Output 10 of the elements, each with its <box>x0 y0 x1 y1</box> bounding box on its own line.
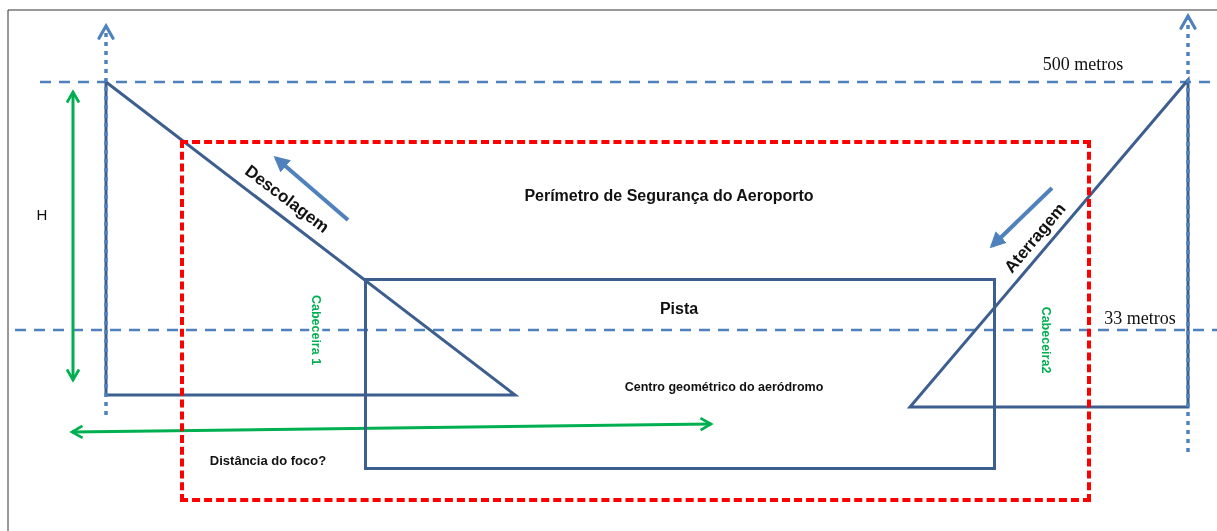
height-label: H <box>36 206 48 222</box>
center-label: Centro geométrico do aeródromo <box>624 380 824 394</box>
runway-box <box>364 278 996 470</box>
distance-label: Distância do foco? <box>209 453 327 467</box>
altitude-label: 500 metros <box>1042 55 1124 73</box>
perimeter-title: Perímetro de Segurança do Aeroporto <box>524 187 814 205</box>
threshold-label: Cabeceira2 <box>1039 306 1053 374</box>
threshold-label: Cabeceira 1 <box>309 294 323 366</box>
runway-label: Pista <box>659 300 699 318</box>
altitude-label: 33 metros <box>1104 309 1176 327</box>
